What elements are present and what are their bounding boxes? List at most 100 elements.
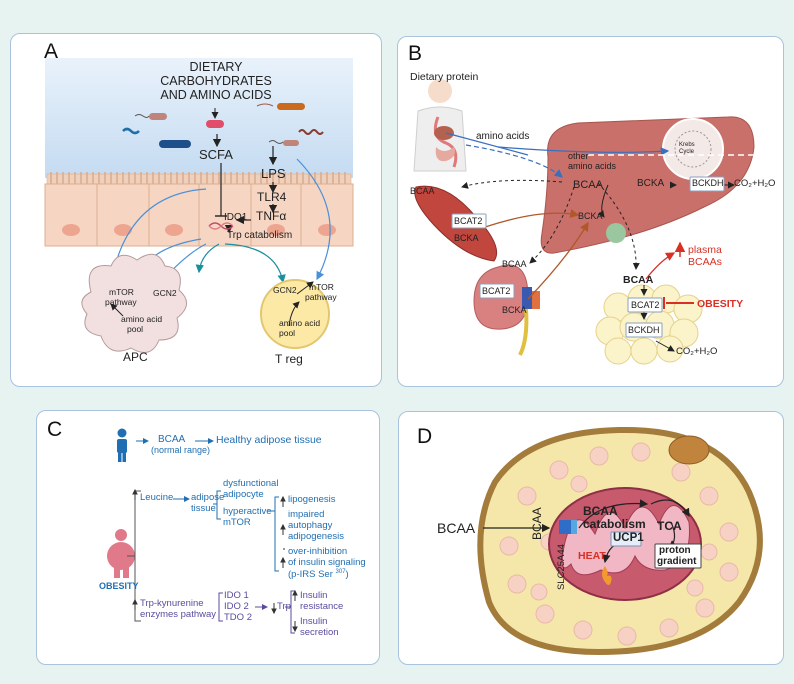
panel-c-illustration — [107, 428, 298, 634]
adipose-label2: tissue — [191, 503, 216, 514]
panel-d-label: D — [417, 425, 433, 448]
trp-kynurenine-label1: Trp-kynurenine — [140, 598, 204, 609]
liver-bckdh-label: BCKDH — [692, 178, 724, 188]
other-amino-acids-label2: amino acids — [568, 161, 617, 171]
proton-label2: gradient — [657, 556, 697, 567]
adipose-co2-label: CO₂+H₂O — [676, 346, 718, 357]
apc-pool-label1: amino acid — [121, 314, 163, 324]
person-figure — [413, 79, 467, 172]
proton-label1: proton — [659, 545, 691, 556]
impaired-label1: impaired — [288, 509, 325, 520]
apc-label: APC — [123, 350, 148, 364]
bacteria-icons — [122, 103, 324, 148]
panel-b-illustration — [413, 79, 758, 365]
panel-d: D BCAA BCAA SLC25A44 BCAA catabolism TCA… — [398, 411, 784, 665]
panel-b: B Dietary protein amino acids other amin… — [397, 36, 784, 387]
muscle-bcka-label: BCKA — [454, 233, 479, 243]
insulin-resistance-label2: resistance — [300, 601, 344, 612]
panel-c-label: C — [47, 418, 63, 441]
apc-mtor-label: mTOR — [109, 287, 134, 297]
plasma-label2: BCAAs — [688, 256, 722, 268]
cell-nuclei — [62, 224, 336, 236]
treg-gcn2-label: GCN2 — [273, 285, 297, 295]
tnfa-label: TNFα — [256, 209, 287, 223]
panel-b-label: B — [408, 42, 423, 65]
nucleus — [668, 435, 710, 465]
treg-label: T reg — [275, 352, 303, 366]
other-amino-acids-label1: other — [568, 151, 589, 161]
panel-a-illustration — [44, 58, 354, 353]
slc25a44-label: SLC25A44 — [556, 544, 567, 590]
heat-label: HEAT — [578, 550, 606, 562]
bcaa-inner-label: BCAA — [530, 507, 544, 540]
obese-person-icon — [107, 529, 135, 578]
impaired-label3: adipogenesis — [288, 531, 344, 542]
kidney-bcka-label: BCKA — [502, 305, 527, 315]
amino-acids-label: amino acids — [476, 131, 530, 142]
liver-bcka-label: BCKA — [637, 178, 665, 189]
ido2-label: IDO 2 — [224, 601, 249, 612]
treg-mtor-pathway-label: pathway — [305, 292, 337, 302]
overinhibition-label1: over-inhibition — [288, 546, 348, 557]
kidney-bcat2-label: BCAT2 — [482, 286, 511, 296]
normal-person-icon — [117, 428, 127, 462]
insulin-secretion-label2: secretion — [300, 627, 339, 638]
bcaa-outer-label: BCAA — [437, 520, 476, 536]
krebs-label1: Krebs — [679, 142, 695, 148]
panel-d-illustration — [477, 426, 763, 656]
treg-cell — [260, 279, 330, 349]
dysfunctional-label1: dysfunctional — [223, 478, 279, 489]
tlr4-label: TLR4 — [257, 190, 287, 204]
ido1-label: IDO 1 — [224, 590, 249, 601]
apc-mtor-pathway-label: pathway — [105, 297, 137, 307]
insulin-resistance-label1: Insulin — [300, 590, 328, 601]
adipose-bcat2-label: BCAT2 — [631, 300, 660, 310]
bcaa-catabolism-label1: BCAA — [583, 504, 618, 518]
dietary-text-line3: AND AMINO ACIDS — [160, 88, 272, 102]
adipose-label1: adipose — [191, 492, 225, 503]
hyperactive-label2: mTOR — [223, 517, 251, 528]
hyperactive-label1: hyperactive — [223, 506, 272, 517]
lipogenesis-label: lipogenesis — [288, 494, 336, 505]
dietary-text-line1: DIETARY — [189, 60, 243, 74]
trp-kynurenine-label2: enzymes pathway — [140, 609, 217, 620]
treg-pool-label1: amino acid — [279, 318, 321, 328]
liver-bcaa-label: BCAA — [573, 179, 603, 191]
apc-cell — [81, 253, 187, 353]
dysfunctional-label2: adipocyte — [223, 489, 264, 500]
impaired-label2: autophagy — [288, 520, 333, 531]
krebs-label2: Cycle — [679, 149, 695, 155]
muscle-bcat2-label: BCAT2 — [454, 216, 483, 226]
insulin-secretion-label1: Insulin — [300, 616, 328, 627]
apc-pool-label2: pool — [127, 324, 144, 334]
kidney-bcaa-label: BCAA — [502, 259, 527, 269]
trp-label: Trp — [277, 601, 291, 612]
ucp1-label: UCP1 — [613, 532, 644, 544]
treg-pool-label2: pool — [279, 328, 296, 338]
trp-catabolism-label: Trp catabolism — [227, 230, 293, 241]
bcaa-catabolism-label2: catabolism — [583, 517, 646, 531]
tca-label: TCA — [657, 519, 682, 533]
scfa-label: SCFA — [199, 147, 233, 162]
overinhibition-close: ) — [345, 569, 349, 581]
epithelial-cells — [44, 183, 354, 247]
overinhibition-ser: (p-IRS Ser — [288, 569, 333, 581]
dietary-text-line2: CARBOHYDRATES — [160, 74, 272, 88]
lipid-droplets — [499, 442, 739, 646]
adipose-bcaa-label: BCAA — [623, 274, 654, 286]
treg-mtor-label: mTOR — [309, 282, 334, 292]
overinhibition-label3: (p-IRS Ser 307) — [288, 569, 349, 581]
slc25a44-transporter — [559, 520, 571, 534]
apc-gcn2-label: GCN2 — [153, 288, 177, 298]
lps-label: LPS — [261, 166, 286, 181]
panel-a: A DIETARY CARBOHYDRATES AND AMINO ACIDS … — [10, 33, 382, 387]
adipose-bckdh-label: BCKDH — [628, 325, 660, 335]
ido1-label: IDO1 — [224, 212, 248, 223]
panel-c: C BCAA (normal range) Healthy adipose ti… — [36, 410, 380, 665]
leucine-label: Leucine — [140, 492, 174, 503]
microvilli — [50, 172, 346, 184]
gut-lumen — [45, 58, 353, 178]
liver-co2-label: CO₂+H₂O — [734, 178, 776, 189]
panel-a-label: A — [44, 40, 59, 63]
healthy-adipose-label: Healthy adipose tissue — [216, 434, 322, 446]
